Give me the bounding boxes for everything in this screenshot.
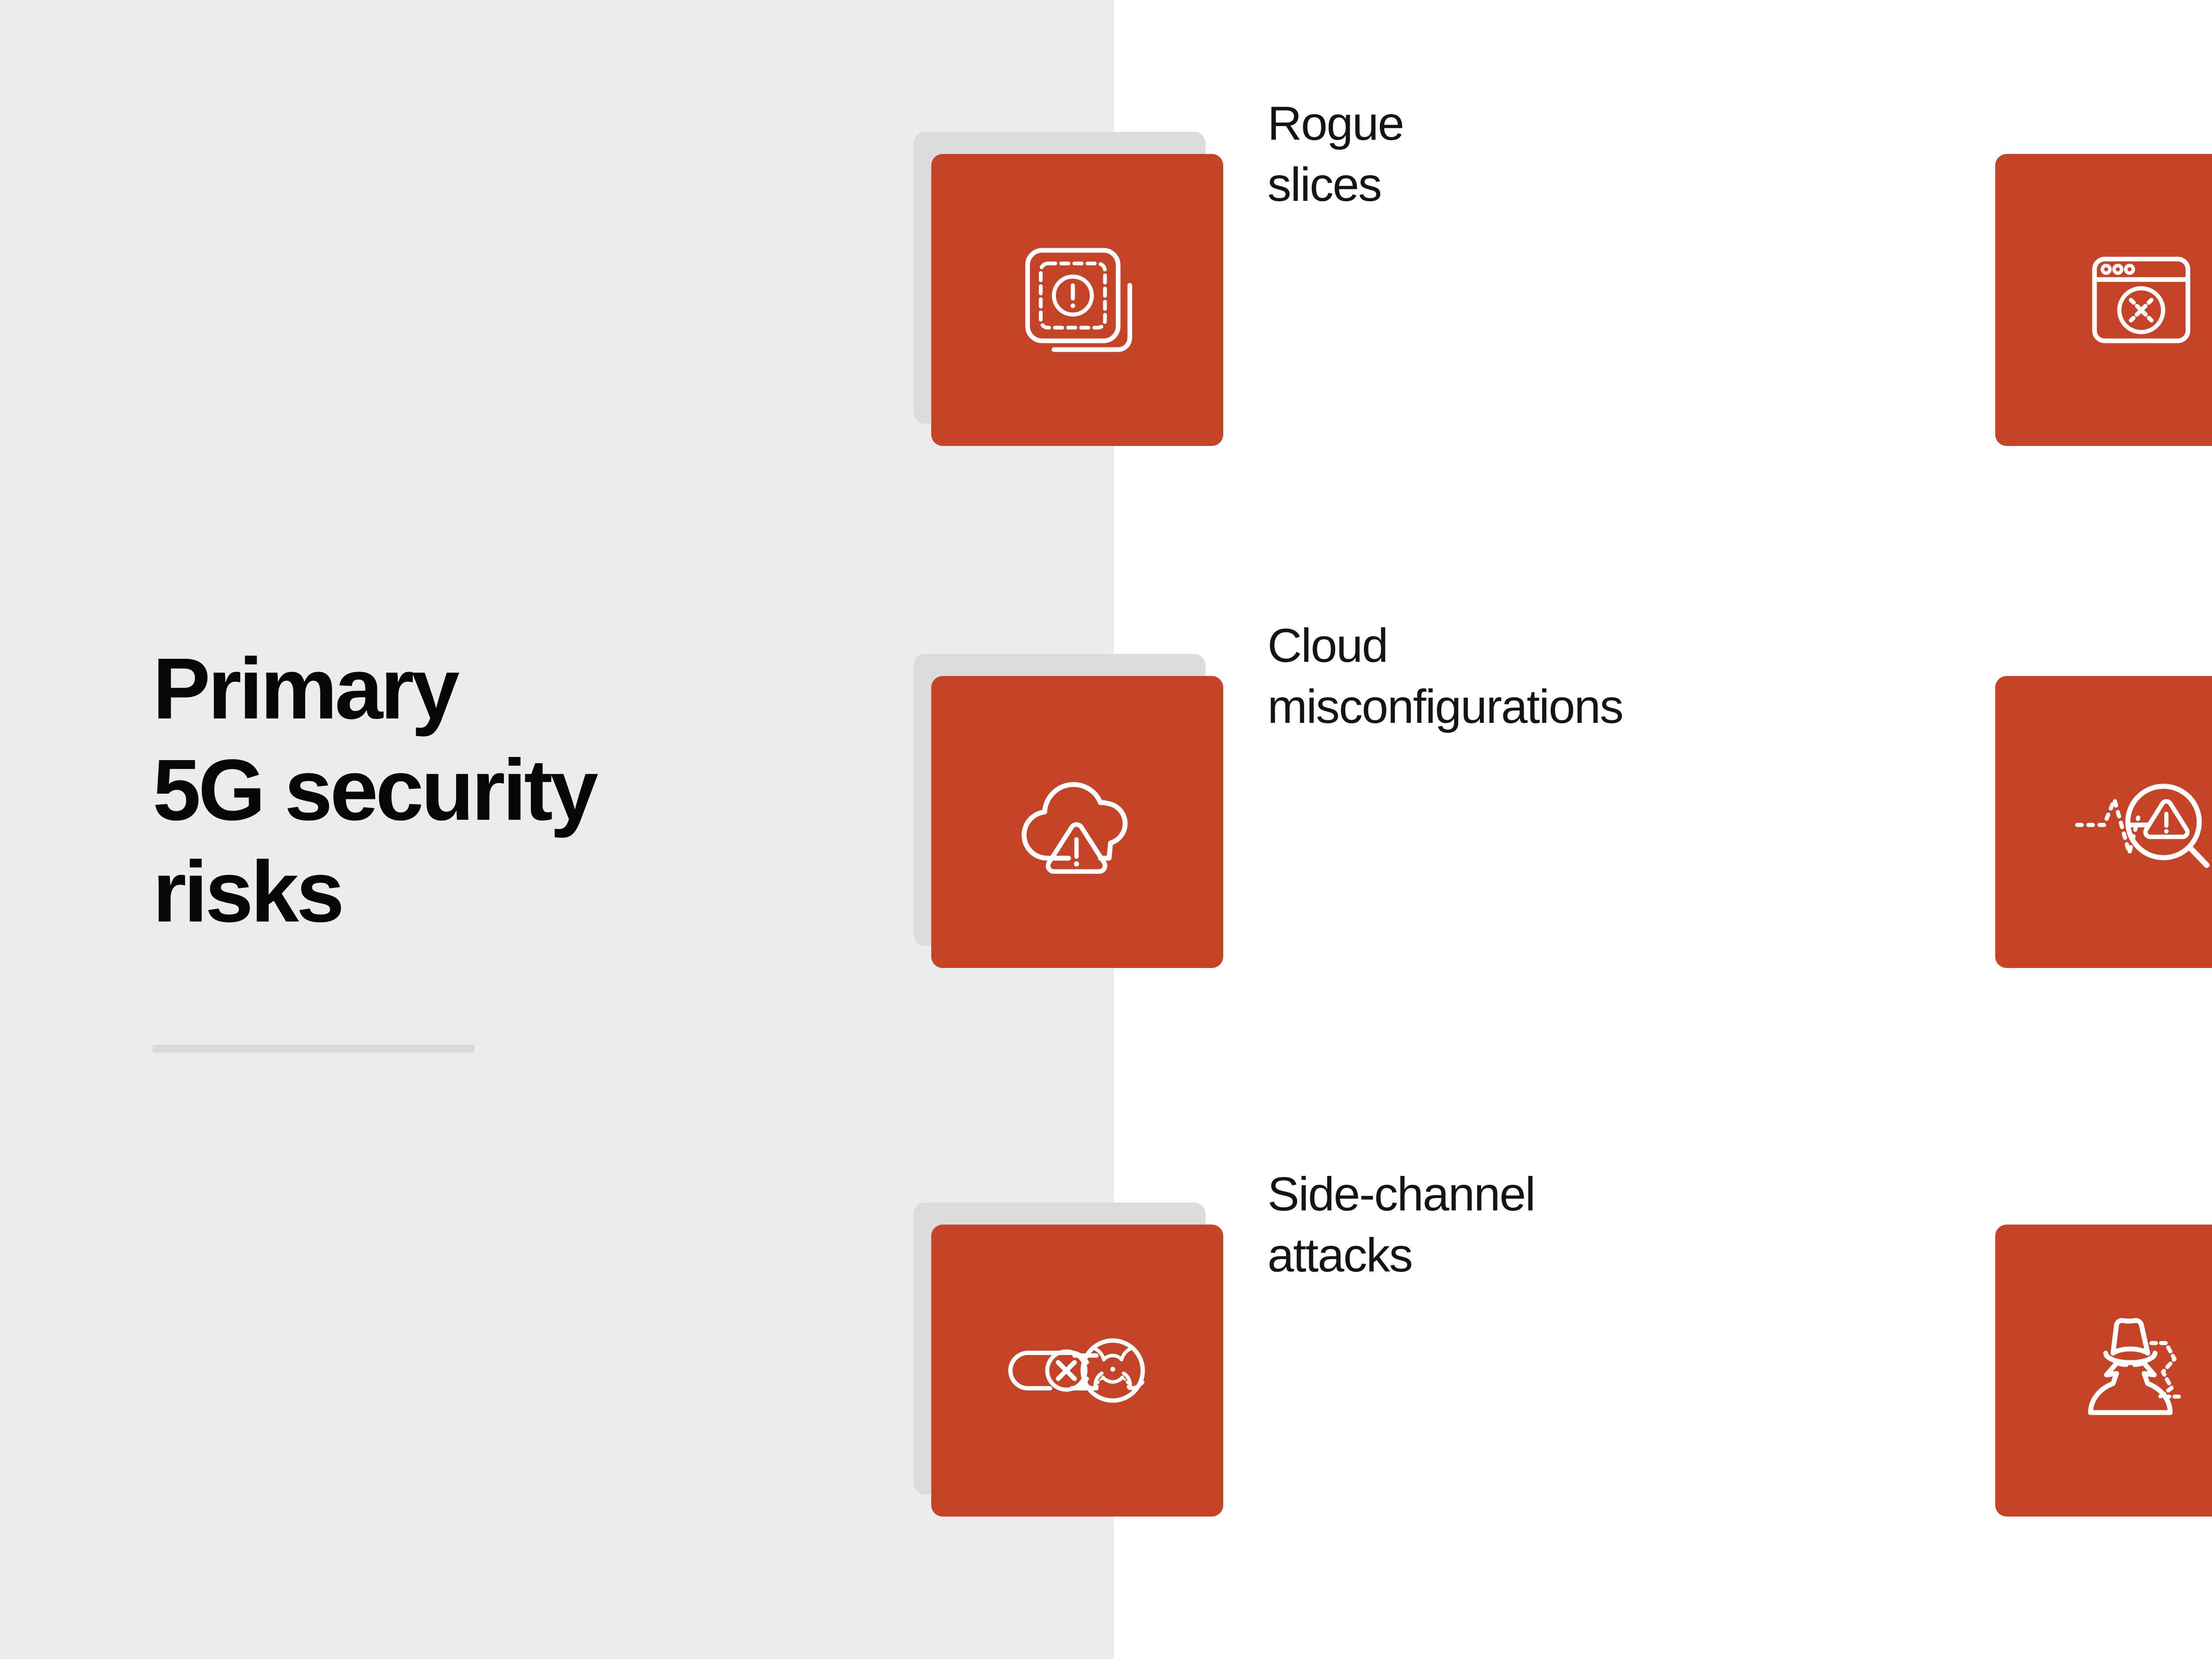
rogue-slices-icon xyxy=(1004,227,1150,373)
tile-cloud-misconfigurations[interactable] xyxy=(931,676,1223,968)
eavesdropping-icon xyxy=(2059,740,2212,904)
tile-eavesdropping[interactable] xyxy=(1995,676,2212,968)
denial-of-service-icon xyxy=(2068,227,2212,373)
side-channel-attack-icon xyxy=(995,1289,1159,1452)
meddler-in-the-middle-icon xyxy=(2062,1291,2212,1450)
tile-meddler-in-the-middle[interactable] xyxy=(1995,1225,2212,1517)
cloud-misconfiguration-icon xyxy=(998,742,1157,902)
risk-label: Side-channel attacks xyxy=(1267,1167,1536,1282)
risk-label: Cloud misconfigurations xyxy=(1267,618,1624,733)
title-block: Primary 5G security risks xyxy=(153,638,860,942)
tile-rogue-slices[interactable] xyxy=(931,154,1223,446)
tile-denial-of-service[interactable] xyxy=(1995,154,2212,446)
title-divider-rule xyxy=(153,1045,474,1052)
risk-label: Rogue slices xyxy=(1267,96,1404,211)
page-title: Primary 5G security risks xyxy=(153,640,599,940)
tile-side-channel-attacks[interactable] xyxy=(931,1225,1223,1517)
